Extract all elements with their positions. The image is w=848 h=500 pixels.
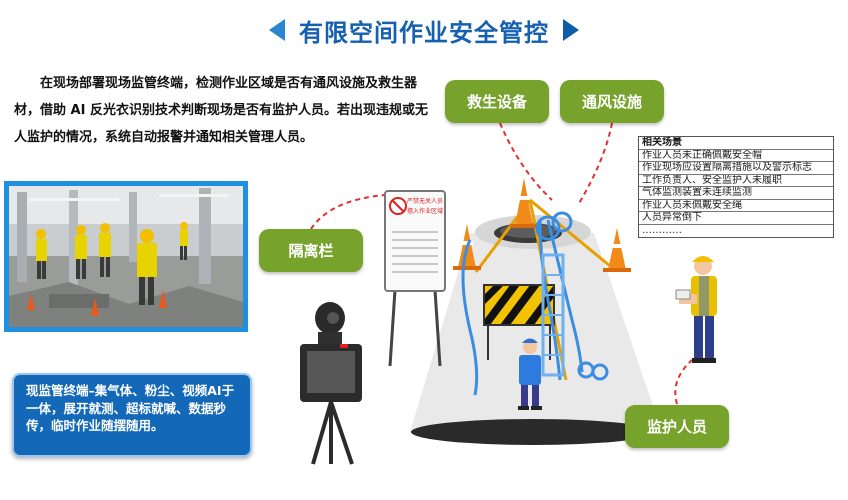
connector-vent	[577, 122, 613, 206]
terminal-description-box: 现监管终端–集气体、粉尘、视频AI于一体，展开就测、超标就喊、数据秒传，临时作业…	[12, 373, 252, 457]
scenario-item: 气体监测装置未连续监测	[639, 187, 833, 200]
scenario-item: …………	[642, 224, 682, 236]
title-bar: 有限空间作业安全管控	[0, 10, 848, 50]
page-title: 有限空间作业安全管控	[299, 18, 549, 47]
scenario-item: 人员异常倒下	[639, 212, 833, 225]
connector-fence	[310, 194, 386, 230]
arrow-right-icon	[563, 19, 579, 41]
monitoring-terminal-icon	[300, 302, 362, 465]
traffic-cone-icon	[510, 178, 538, 228]
connector-rescue	[499, 122, 553, 201]
related-scenarios-table: 相关场景 作业人员未正确佩戴安全帽 作业现场应设置隔离措施以及警示标志 工作负责…	[638, 136, 834, 238]
worker-figure-icon	[518, 338, 542, 410]
manhole-opening-icon	[411, 419, 655, 445]
label-rescue-equipment: 救生设备	[445, 80, 549, 123]
warning-sign-line1: 严禁无关人员	[407, 197, 443, 205]
label-isolation-fence: 隔离栏	[259, 229, 363, 272]
scenario-item: 作业现场应设置隔离措施以及警示标志	[639, 162, 833, 175]
scenario-item: 作业人员未正确佩戴安全帽	[639, 150, 833, 162]
arrow-left-icon	[269, 19, 285, 41]
description-text: 在现场部署现场监管终端，检测作业区域是否有通风设施及救生器材，借助 AI 反光衣…	[14, 76, 428, 145]
scenarios-title: 相关场景	[639, 137, 833, 150]
warning-sign-line2: 擅入作业区域	[407, 207, 443, 215]
scenario-item: 工作负责人、安全监护人未履职	[639, 175, 833, 187]
site-photo	[4, 181, 248, 332]
label-ventilation: 通风设施	[560, 80, 664, 123]
rescue-rope-icon	[535, 211, 609, 381]
guardian-figure-icon	[675, 256, 717, 363]
connector-guard	[674, 359, 693, 405]
ventilation-hose-icon	[461, 219, 584, 396]
scenario-item: 作业人员未佩戴安全绳	[639, 200, 833, 212]
label-guardian: 监护人员	[625, 405, 729, 448]
warning-sign-icon	[384, 190, 446, 367]
site-photo-image	[9, 186, 243, 327]
